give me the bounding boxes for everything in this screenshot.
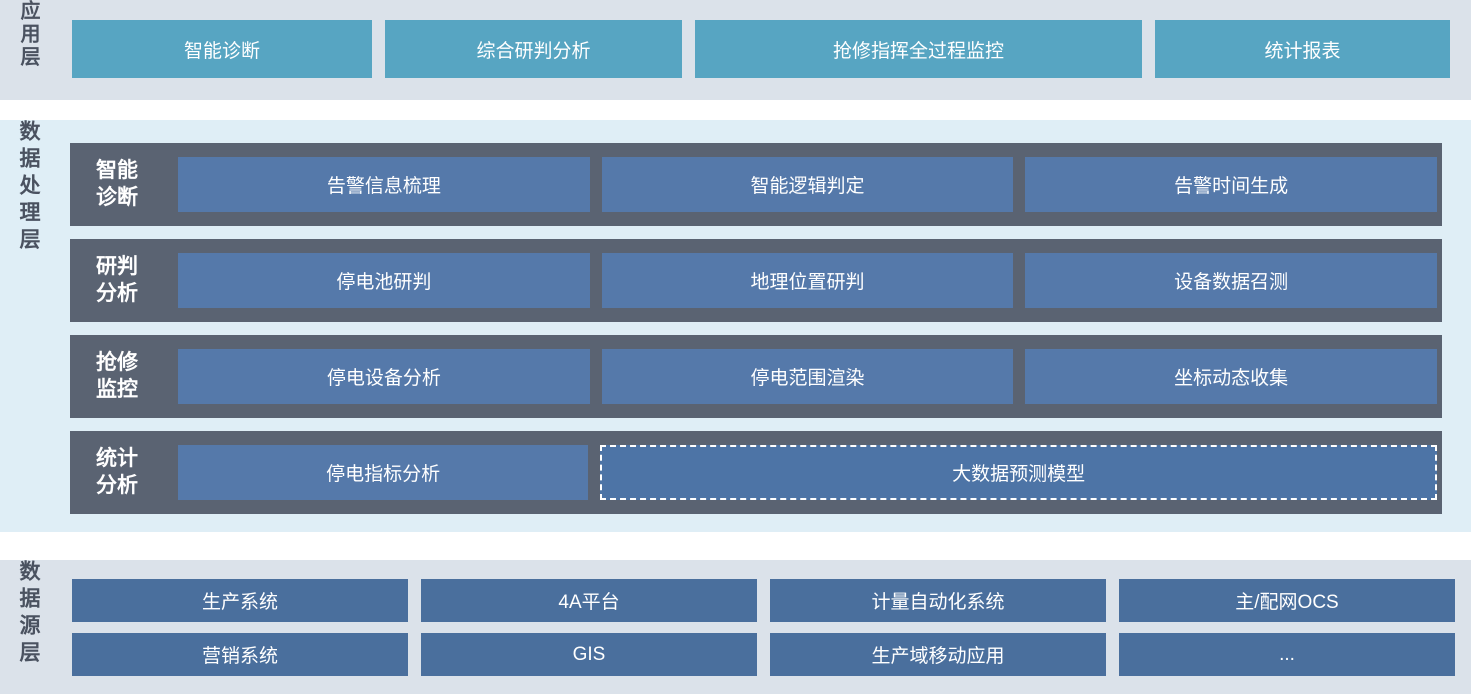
source-box: ... <box>1119 633 1455 676</box>
source-box: 计量自动化系统 <box>770 579 1106 622</box>
proc-box: 坐标动态收集 <box>1025 349 1438 404</box>
proc-box: 停电范围渲染 <box>601 349 1014 404</box>
source-box: 生产域移动应用 <box>770 633 1106 676</box>
proc-box: 地理位置研判 <box>601 253 1014 308</box>
app-block: 统计报表 <box>1155 20 1450 78</box>
proc-row-repair-monitoring: 抢修 监控 停电设备分析 停电范围渲染 坐标动态收集 <box>70 335 1442 418</box>
processing-rows: 智能 诊断 告警信息梳理 智能逻辑判定 告警时间生成 研判 分析 停电池研判 地… <box>70 143 1442 514</box>
app-block: 综合研判分析 <box>385 20 682 78</box>
datasource-layer-label: 数据源层 <box>17 560 40 668</box>
application-layer-items: 智能诊断 综合研判分析 抢修指挥全过程监控 统计报表 <box>72 20 1450 78</box>
source-box: 生产系统 <box>72 579 408 622</box>
app-block: 抢修指挥全过程监控 <box>695 20 1142 78</box>
proc-row-label: 智能 诊断 <box>96 159 138 209</box>
application-layer-label: 应用层 <box>17 0 39 69</box>
datasource-grid: 生产系统 4A平台 计量自动化系统 主/配网OCS 营销系统 GIS 生产域移动… <box>72 579 1455 676</box>
app-block: 智能诊断 <box>72 20 372 78</box>
proc-box: 停电指标分析 <box>178 445 589 500</box>
proc-row-statistical-analysis: 统计 分析 停电指标分析 大数据预测模型 <box>70 431 1442 514</box>
proc-box: 停电设备分析 <box>178 349 590 404</box>
source-box: GIS <box>421 633 757 676</box>
proc-row-label: 研判 分析 <box>96 255 138 305</box>
proc-row-label: 抢修 监控 <box>96 351 138 401</box>
source-box: 主/配网OCS <box>1119 579 1455 622</box>
proc-row-label: 统计 分析 <box>96 447 138 497</box>
datasource-layer-band: 数据源层 生产系统 4A平台 计量自动化系统 主/配网OCS 营销系统 GIS … <box>0 560 1471 694</box>
proc-box-dashed: 大数据预测模型 <box>600 445 1437 500</box>
source-box: 4A平台 <box>421 579 757 622</box>
proc-row-intelligent-diagnosis: 智能 诊断 告警信息梳理 智能逻辑判定 告警时间生成 <box>70 143 1442 226</box>
proc-box: 告警时间生成 <box>1025 157 1438 212</box>
processing-layer-label: 数据处理层 <box>17 120 40 255</box>
source-box: 营销系统 <box>72 633 408 676</box>
proc-row-judgement-analysis: 研判 分析 停电池研判 地理位置研判 设备数据召测 <box>70 239 1442 322</box>
proc-box: 告警信息梳理 <box>178 157 590 212</box>
proc-box: 设备数据召测 <box>1025 253 1438 308</box>
processing-layer-band: 数据处理层 智能 诊断 告警信息梳理 智能逻辑判定 告警时间生成 研判 分析 停… <box>0 120 1471 532</box>
application-layer-band: 应用层 智能诊断 综合研判分析 抢修指挥全过程监控 统计报表 <box>0 0 1471 100</box>
proc-box: 停电池研判 <box>178 253 590 308</box>
proc-box: 智能逻辑判定 <box>601 157 1014 212</box>
